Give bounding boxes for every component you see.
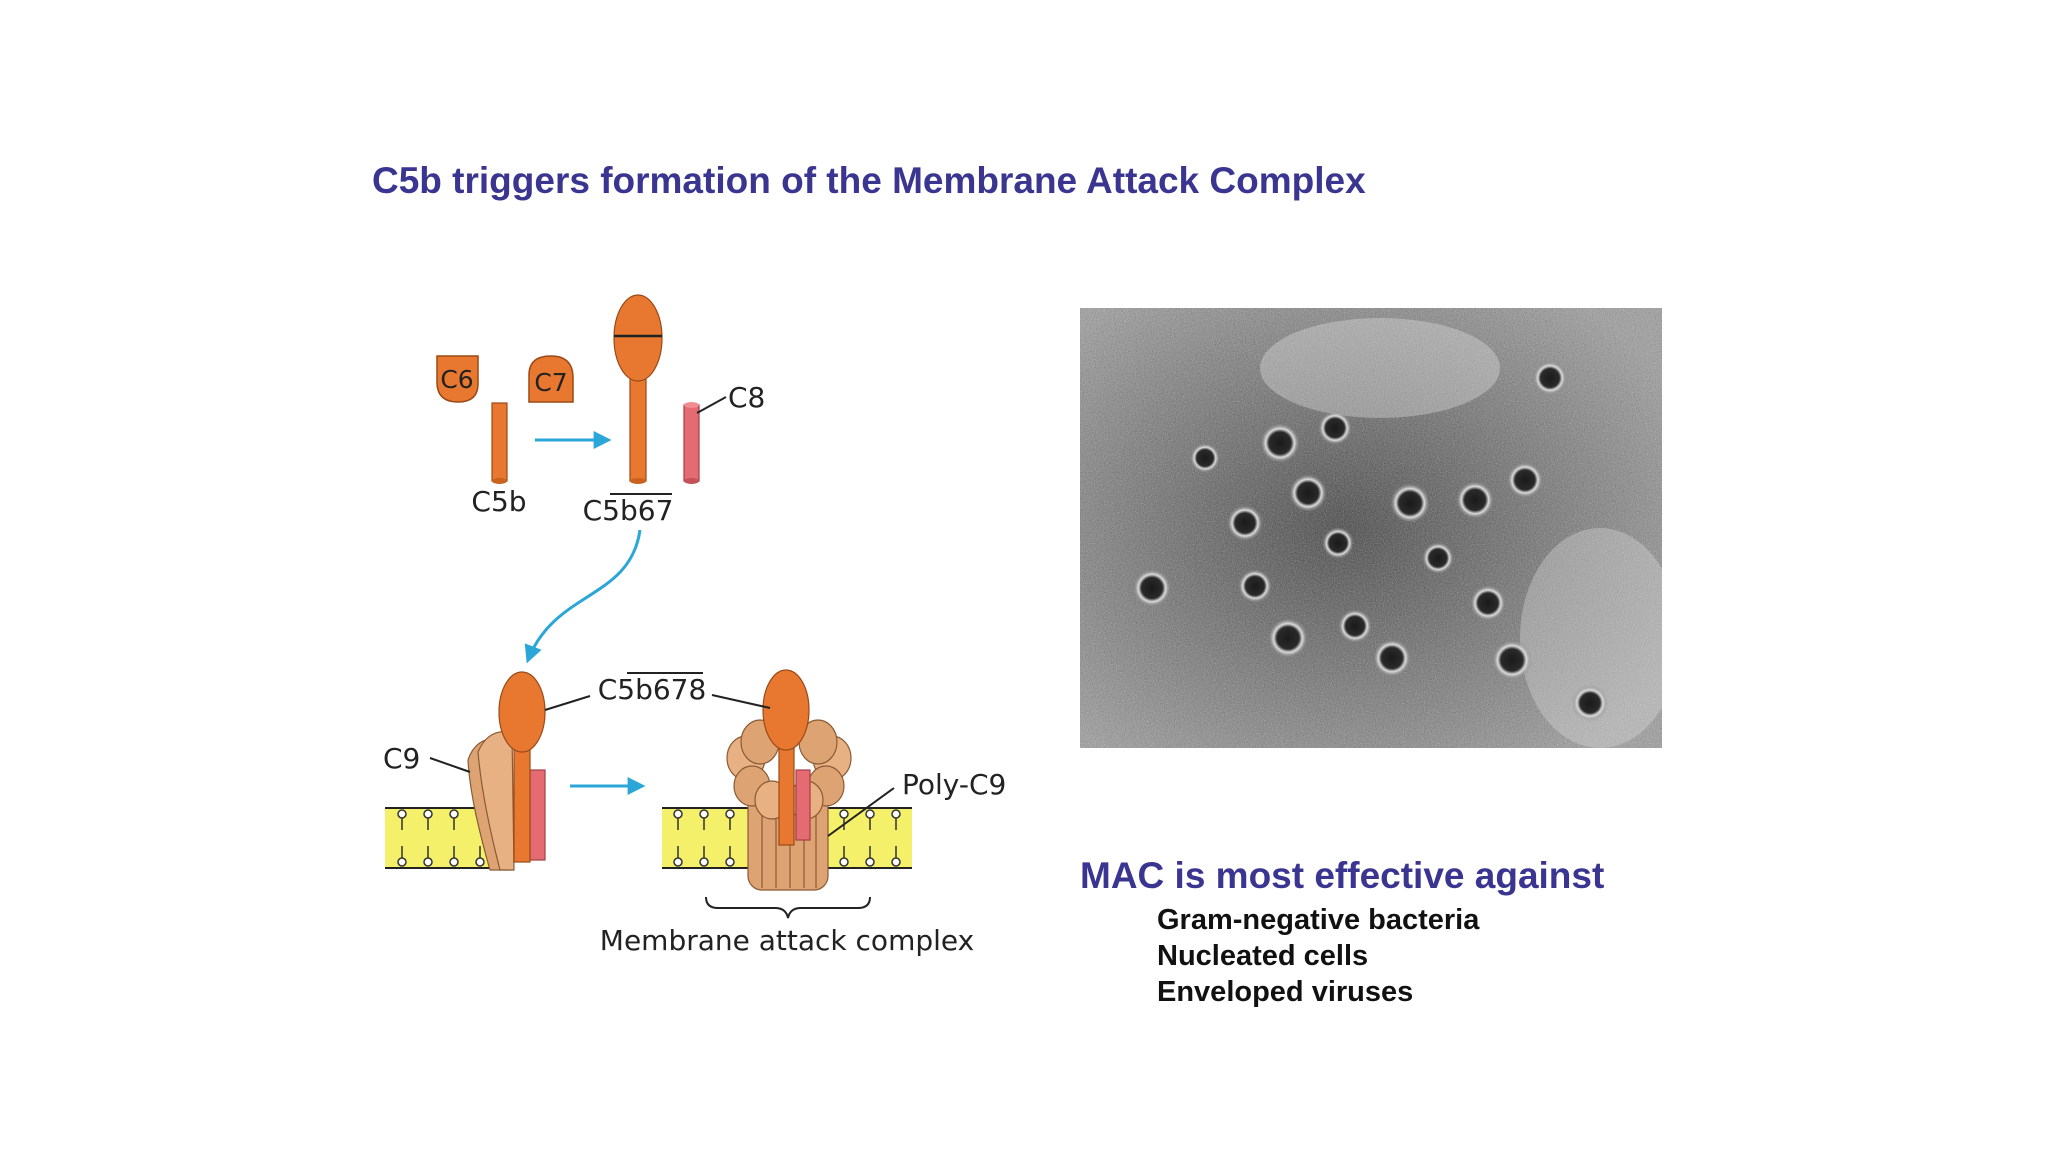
c7-label: C7 (534, 368, 567, 397)
slide-title: C5b triggers formation of the Membrane A… (372, 160, 1366, 201)
poly-c9-label: Poly-C9 (902, 768, 1006, 801)
effectiveness-heading: MAC is most effective against (1080, 855, 1605, 896)
mac-label: Membrane attack complex (600, 924, 974, 957)
c8-label: C8 (728, 381, 765, 414)
c5b-label: C5b (471, 485, 526, 518)
list-item: Enveloped viruses (1157, 976, 1414, 1008)
poly-c9-leader-line (827, 787, 895, 837)
c7-protein: C7 (528, 355, 574, 403)
mac-brace (705, 896, 871, 919)
list-item: Nucleated cells (1157, 940, 1369, 972)
electron-micrograph-icon (1080, 308, 1662, 748)
c9-leader-line (429, 757, 471, 773)
c6-label: C6 (440, 365, 473, 394)
c5b678-leader-right (711, 694, 771, 709)
c5b-protein (491, 402, 508, 484)
c8-inserted-left (529, 769, 546, 861)
c8-inserted-right (795, 769, 811, 841)
c8-protein (683, 402, 700, 484)
c5b678-label: C5b678 (598, 673, 707, 706)
list-item: Gram-negative bacteria (1157, 904, 1480, 936)
c5b67-complex (613, 294, 663, 484)
curved-arrow-to-membrane (524, 529, 642, 664)
c9-bound-left (467, 730, 515, 871)
targets-list: Gram-negative bacteria Nucleated cells E… (1157, 902, 1479, 1010)
c5b678-leader-left (544, 695, 591, 711)
c8-leader-line (696, 396, 727, 414)
c5b678-right (762, 669, 810, 846)
c5b678-left (498, 671, 546, 863)
c9-label: C9 (383, 742, 420, 775)
c6-protein: C6 (436, 355, 479, 403)
c5b67-label: C5b67 (583, 494, 674, 527)
